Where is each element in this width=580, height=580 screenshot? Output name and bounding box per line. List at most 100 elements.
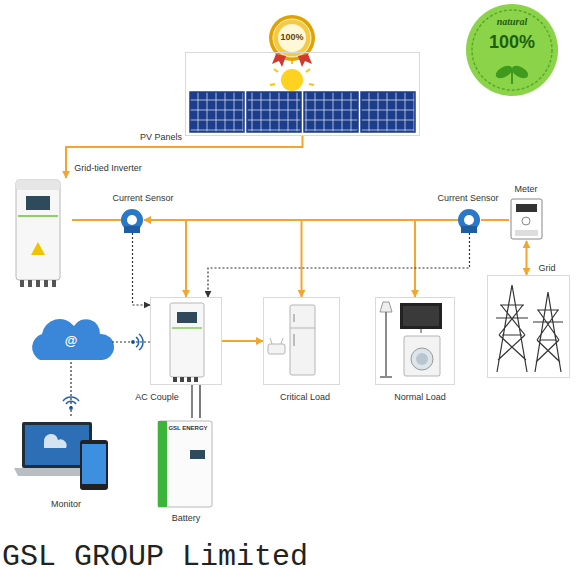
power-line — [191, 385, 192, 418]
cloud-icon — [32, 319, 114, 360]
hybrid-inverter — [199, 385, 200, 418]
inverter-device — [26, 196, 50, 210]
meter-device — [522, 217, 530, 225]
battery-unit: Battery — [148, 418, 222, 510]
monitor-unit: Monitor — [15, 418, 115, 494]
load-box: Critical Load — [263, 297, 340, 385]
node-label: Monitor — [51, 499, 81, 509]
meter-device — [516, 204, 537, 212]
fridge-icon — [270, 338, 272, 344]
power-line — [144, 220, 186, 297]
meter-unit: Meter — [509, 197, 544, 241]
sun — [270, 84, 275, 85]
household-appliances — [380, 376, 392, 378]
current-sensor — [127, 215, 137, 225]
signal-line — [70, 362, 71, 418]
hybrid-inverter — [173, 377, 198, 382]
current-sensor — [464, 215, 474, 225]
grid-box: Grid — [487, 275, 570, 378]
sun — [270, 60, 314, 85]
monitor-devices — [80, 440, 108, 490]
inverter-device — [36, 280, 40, 287]
monitor-devices — [14, 422, 108, 490]
guarantee-badge — [272, 54, 286, 67]
household-appliances — [421, 329, 422, 333]
hybrid-inverter — [172, 327, 202, 328]
inverter-device — [52, 280, 56, 287]
cloud-node: @ — [30, 322, 112, 362]
hybrid-inverter — [187, 377, 191, 382]
guarantee-badge — [278, 24, 306, 52]
power-line — [481, 219, 509, 221]
power-pylons — [496, 285, 528, 372]
node-label: Battery — [172, 513, 201, 523]
fridge-icon — [290, 328, 315, 329]
natural-badge — [466, 4, 558, 96]
cloud-icon — [32, 319, 114, 360]
guarantee-badge — [298, 54, 312, 67]
load-box: Normal Load — [375, 297, 455, 385]
node-label: AC Couple — [135, 392, 179, 402]
node-label: Normal Load — [394, 392, 446, 402]
node-label: Grid-tied Inverter — [74, 163, 142, 173]
badge-text: 100% — [489, 33, 535, 53]
current-sensor — [461, 226, 477, 233]
wifi-symbol — [63, 334, 143, 409]
household-appliances — [403, 306, 439, 326]
solar-panels — [247, 92, 301, 132]
inverter-device — [31, 242, 45, 255]
fridge-icon — [294, 334, 295, 346]
fridge-icon — [294, 314, 295, 322]
household-appliances — [400, 303, 442, 329]
ac-couple-box: AC Couple — [150, 297, 222, 385]
battery-device — [190, 450, 205, 459]
monitor-devices — [82, 444, 106, 484]
natural-badge — [511, 68, 513, 84]
power-pylons — [533, 292, 563, 372]
inverter-device — [44, 280, 48, 287]
inverter-device — [28, 280, 32, 287]
battery-device — [158, 421, 212, 507]
inverter-device — [20, 280, 56, 287]
watermark: GSL GROUP Limited — [2, 541, 308, 574]
inverter-device — [16, 180, 60, 287]
power-line — [72, 219, 121, 221]
node-label: Meter — [514, 184, 537, 194]
household-appliances — [404, 336, 440, 376]
inverter-device — [20, 280, 24, 287]
signal-line — [133, 233, 151, 305]
signal-line — [112, 341, 150, 342]
current-sensor — [124, 226, 140, 233]
power-pylons — [496, 285, 563, 372]
solar-array: PV Panels — [185, 52, 420, 136]
hybrid-inverter — [173, 377, 177, 382]
hybrid-inverter — [177, 312, 197, 323]
inverter-device — [16, 180, 60, 280]
badge-text: natural — [497, 16, 528, 27]
meter-device — [511, 199, 542, 239]
solar-panels — [190, 92, 244, 132]
meter-device — [511, 199, 542, 239]
solar-panels — [361, 92, 415, 132]
brand-mark: GSL ENERGY — [168, 425, 207, 432]
node-label: PV Panels — [140, 132, 182, 142]
inverter-device — [18, 215, 58, 217]
household-appliances — [380, 302, 442, 377]
node-label: Critical Load — [280, 392, 330, 402]
fridge-icon — [290, 305, 315, 375]
fridge-icon — [268, 344, 285, 354]
power-line — [222, 340, 263, 342]
solar-panels — [190, 92, 415, 132]
sun — [281, 69, 303, 91]
sensor-unit: Current Sensor — [121, 207, 144, 233]
solar-panels — [304, 92, 358, 132]
meter-device — [515, 230, 538, 236]
guarantee-badge — [269, 15, 315, 61]
battery-device — [158, 421, 167, 507]
household-appliances — [411, 348, 433, 370]
battery-device — [158, 421, 212, 507]
node-label: Current Sensor — [112, 193, 173, 203]
sun — [306, 69, 310, 72]
